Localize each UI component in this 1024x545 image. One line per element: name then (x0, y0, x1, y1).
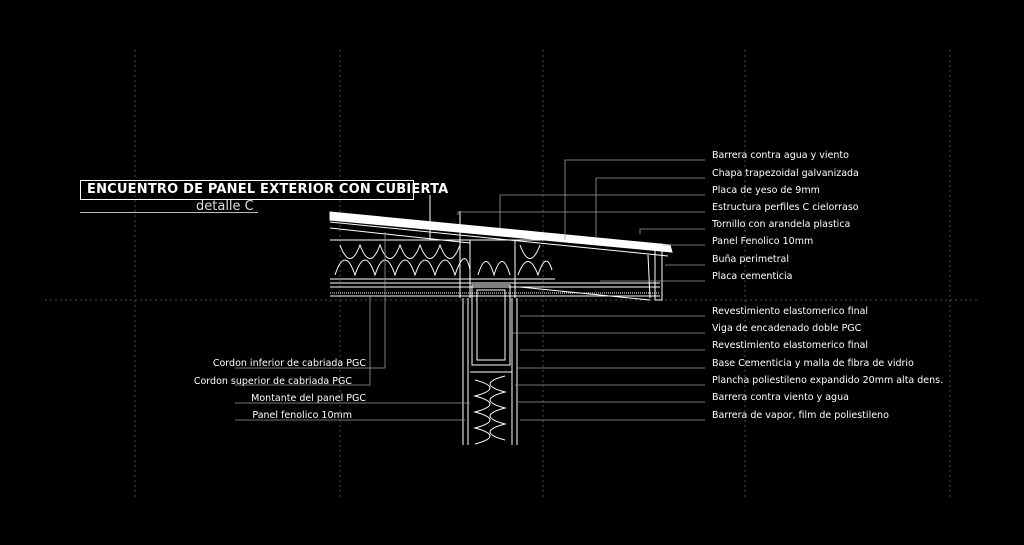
label-placa-cementicia: Placa cementicia (712, 271, 793, 282)
label-plancha: Plancha poliestileno expandido 20mm alta… (712, 375, 944, 386)
label-revestimiento-1: Revestimiento elastomerico final (712, 306, 869, 317)
drawing-subtitle: detalle C (196, 199, 254, 214)
wall-assembly (462, 284, 518, 445)
label-cordon-superior: Cordon superior de cabriada PGC (193, 376, 352, 387)
title-box: ENCUENTRO DE PANEL EXTERIOR CON CUBIERTA (80, 180, 448, 200)
label-base-cementicia: Base Cementicia y malla de fibra de vidr… (712, 358, 914, 369)
label-viga: Viga de encadenado doble PGC (712, 323, 862, 334)
label-barrera-agua: Barrera contra agua y viento (712, 150, 849, 161)
label-placa-yeso: Placa de yeso de 9mm (712, 185, 820, 196)
label-tornillo: Tornillo con arandela plastica (712, 219, 851, 230)
label-chapa: Chapa trapezoidal galvanizada (712, 168, 859, 179)
subtitle-underline (80, 212, 258, 213)
guide-lines (45, 50, 980, 500)
drawing-title: ENCUENTRO DE PANEL EXTERIOR CON CUBIERTA (87, 182, 449, 197)
label-estructura: Estructura perfiles C cielorraso (712, 202, 859, 213)
label-revestimiento-2: Revestimiento elastomerico final (712, 340, 869, 351)
roof-assembly (329, 195, 673, 301)
label-buna: Buña perimetral (712, 254, 790, 265)
label-cordon-inferior: Cordon inferior de cabriada PGC (212, 358, 366, 369)
label-barrera-vapor: Barrera de vapor, film de poliestileno (712, 410, 889, 421)
label-panel-fenolico-left: Panel fenolico 10mm (252, 410, 352, 421)
leader-lines (235, 159, 705, 421)
label-montante: Montante del panel PGC (251, 393, 366, 404)
label-panel-fenolico: Panel Fenolico 10mm (712, 236, 814, 247)
label-barrera-viento: Barrera contra viento y agua (712, 392, 849, 403)
